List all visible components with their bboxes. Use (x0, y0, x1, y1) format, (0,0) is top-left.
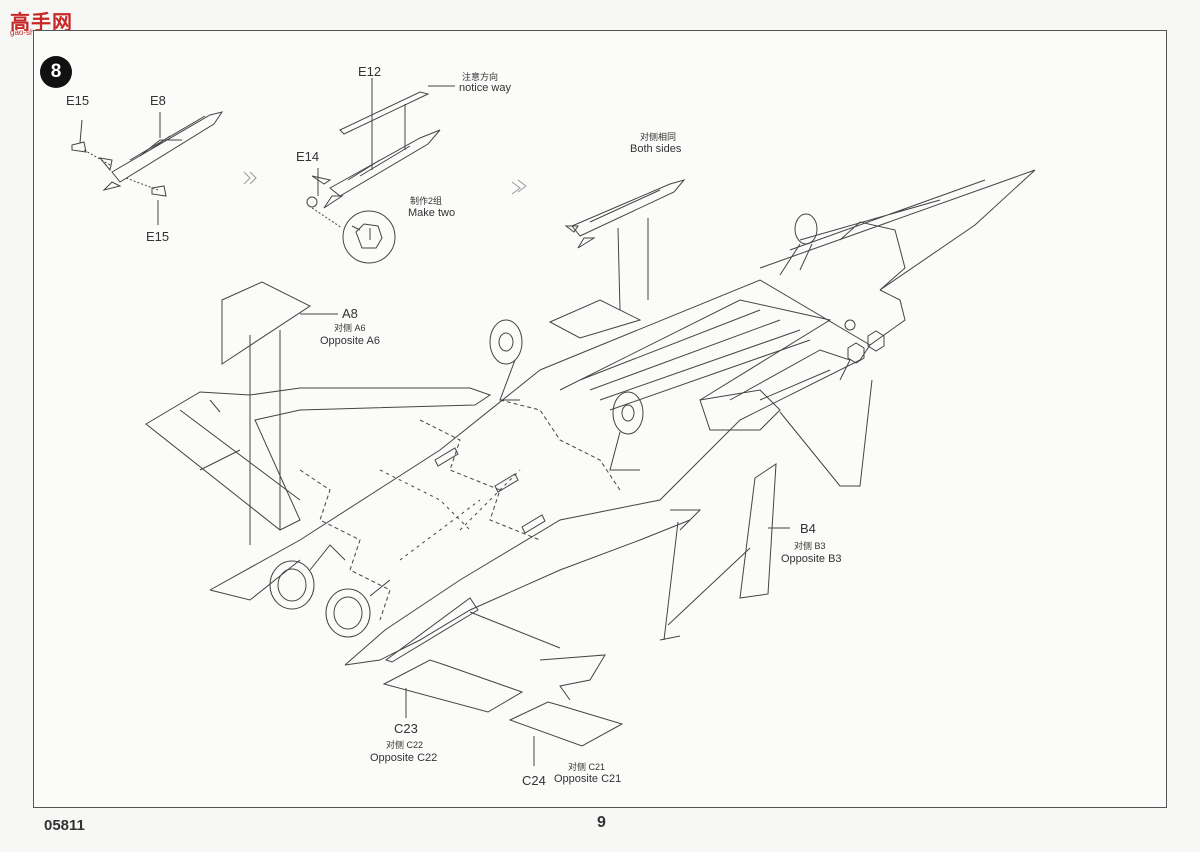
direction-arrow-1 (243, 171, 257, 185)
label-c23-opposite-cn: 对侧 C22 (386, 740, 424, 750)
label-a8-opposite-en: Opposite A6 (320, 335, 380, 347)
missile-e12-assembly (306, 78, 455, 264)
label-both-sides-cn: 对侧相同 (640, 132, 677, 142)
label-b4-opposite-cn: 对侧 B3 (794, 541, 826, 551)
label-make-two-en: Make two (408, 207, 456, 219)
dorsal-strake (384, 597, 479, 663)
tail-fin-a8 (221, 281, 338, 545)
label-c23-opposite-en: Opposite C22 (370, 752, 438, 764)
label-e8: E8 (150, 93, 166, 108)
label-b4-opposite-en: Opposite B3 (781, 553, 842, 565)
main-landing-gear-right (609, 391, 644, 471)
bay-door-c23 (382, 611, 561, 718)
label-c24-opposite-cn: 对侧 C21 (568, 762, 606, 772)
aircraft-fuselage (209, 169, 1036, 666)
label-make-two-cn: 制作2组 (410, 196, 443, 206)
label-e15-top: E15 (66, 93, 90, 108)
label-c23: C23 (394, 721, 418, 736)
label-both-sides-en: Both sides (630, 143, 682, 155)
label-notice-en: notice way (459, 82, 511, 94)
missile-pair-assembly (564, 179, 686, 311)
missile-e8-assembly (71, 111, 224, 225)
label-b4: B4 (800, 521, 816, 536)
main-landing-gear-left (489, 319, 523, 401)
label-notice-cn: 注意方向 (462, 72, 499, 82)
label-e14: E14 (296, 149, 320, 164)
watermark-logo-text: 高手网 (10, 12, 73, 34)
aircraft-left-wing (145, 387, 492, 531)
label-a8-opposite-cn: 对侧 A6 (334, 323, 366, 333)
direction-arrow-2 (511, 179, 527, 195)
bay-door-c24 (508, 654, 624, 766)
engine-nozzles (269, 544, 391, 638)
step-number-badge: 8 (40, 56, 72, 88)
ventral-fin (548, 299, 873, 487)
label-c24: C24 (522, 773, 546, 788)
label-a8: A8 (342, 306, 358, 321)
bay-door-b4 (659, 463, 790, 641)
label-c24-opposite-en: Opposite C21 (554, 773, 622, 785)
instruction-page-frame (33, 30, 1167, 808)
page-number: 9 (597, 814, 606, 831)
weapons-bay (559, 299, 851, 431)
label-e12: E12 (358, 64, 382, 79)
hexagon-markers (844, 319, 885, 364)
kit-code: 05811 (44, 817, 85, 834)
label-e15-bottom: E15 (146, 229, 170, 244)
nose-landing-gear (779, 213, 818, 276)
